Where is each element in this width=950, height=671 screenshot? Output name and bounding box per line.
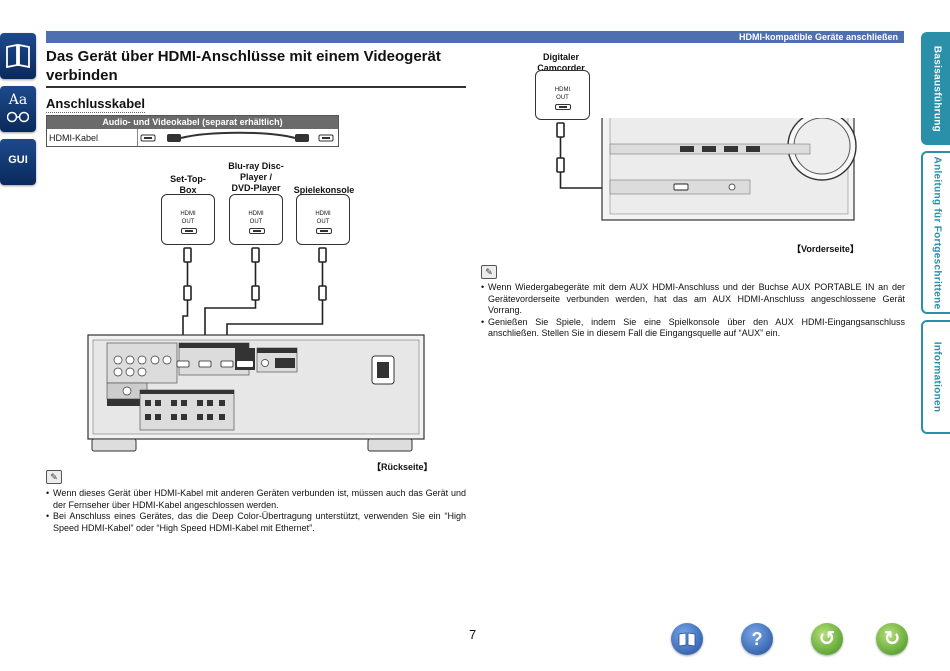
receiver-rear-panel <box>87 334 425 452</box>
cable-table-header: Audio- und Videokabel (separat erhältlic… <box>47 116 338 129</box>
caption-front: 【Vorderseite】 <box>792 244 859 254</box>
receiver-front-panel <box>601 118 857 221</box>
note-item: Bei Anschluss eines Gerätes, das die Dee… <box>46 511 466 534</box>
tab-label: Basisausführung <box>931 45 942 132</box>
title-divider <box>46 86 466 88</box>
tab-label: Anleitung für Fortgeschrittene <box>931 156 942 309</box>
device-label-bluray: Blu-ray Disc- Player / DVD-Player <box>228 161 284 193</box>
forward-arrow-icon: ↻ <box>883 628 901 650</box>
port-label: HDMI OUT <box>315 211 331 225</box>
hdmi-port <box>181 228 197 234</box>
note-icon: ✎ <box>481 265 497 279</box>
device-bluray-player: HDMI OUT <box>229 194 283 245</box>
dictionary-button[interactable]: Aa <box>0 86 36 132</box>
contents-button[interactable] <box>671 623 703 655</box>
front-connection-diagram <box>556 118 857 221</box>
section-header-bar: HDMI-kompatible Geräte anschließen <box>46 31 904 43</box>
device-camcorder: HDMI OUT <box>535 70 590 120</box>
port-label: HDMI OUT <box>248 211 264 225</box>
tab-fortgeschrittene[interactable]: Anleitung für Fortgeschrittene <box>921 151 950 314</box>
device-label-camcorder: Digitaler Camcorder <box>537 52 585 73</box>
device-label-console: Spielekonsole <box>293 185 355 195</box>
tab-label: Informationen <box>931 341 942 413</box>
help-button[interactable]: ? <box>741 623 773 655</box>
rear-connection-diagram <box>87 247 425 452</box>
forward-button[interactable]: ↻ <box>876 623 908 655</box>
tab-informationen[interactable]: Informationen <box>921 320 950 434</box>
section-title: Anschlusskabel <box>46 96 145 113</box>
hdmi-port <box>555 104 571 110</box>
note-item: Wenn dieses Gerät über HDMI-Kabel mit an… <box>46 488 466 511</box>
back-arrow-icon: ↺ <box>818 628 836 650</box>
gui-button[interactable]: GUI <box>0 139 36 185</box>
manual-button[interactable] <box>0 33 36 79</box>
note-item: Wenn Wiedergabegeräte mit dem AUX HDMI-A… <box>481 282 905 317</box>
glasses-icon <box>7 111 29 123</box>
caption-rear: 【Rückseite】 <box>372 462 433 472</box>
table-divider <box>137 129 138 146</box>
cable-table: Audio- und Videokabel (separat erhältlic… <box>46 115 339 147</box>
note-icon: ✎ <box>46 470 62 484</box>
hdmi-port <box>316 228 332 234</box>
notes-right: Wenn Wiedergabegeräte mit dem AUX HDMI-A… <box>481 282 905 340</box>
book-icon <box>678 632 696 647</box>
cable-table-label: HDMI-Kabel <box>49 133 99 143</box>
hdmi-port <box>249 228 265 234</box>
hdmi-cable-bluray <box>204 247 260 354</box>
manual-icon <box>6 43 30 69</box>
notes-left: Wenn dieses Gerät über HDMI-Kabel mit an… <box>46 488 466 534</box>
gui-icon: GUI <box>8 154 28 166</box>
tab-basisausfuehrung[interactable]: Basisausführung <box>921 32 950 145</box>
help-icon: ? <box>751 629 763 649</box>
hdmi-cable-icon <box>140 131 334 142</box>
device-game-console: HDMI OUT <box>296 194 350 245</box>
page-number: 7 <box>469 627 477 642</box>
page-title: Das Gerät über HDMI-Anschlüsse mit einem… <box>46 48 441 84</box>
port-label: HDMI OUT <box>180 211 196 225</box>
port-label: HDMI OUT <box>554 87 571 101</box>
hdmi-cable-camcorder <box>556 122 674 189</box>
note-item: Genießen Sie Spiele, indem Sie eine Spie… <box>481 317 905 340</box>
dictionary-icon: Aa <box>8 92 28 108</box>
back-button[interactable]: ↺ <box>811 623 843 655</box>
device-settop-box: HDMI OUT <box>161 194 215 245</box>
section-header-label: HDMI-kompatible Geräte anschließen <box>738 32 898 42</box>
device-label-settop: Set-Top- Box <box>170 174 206 195</box>
